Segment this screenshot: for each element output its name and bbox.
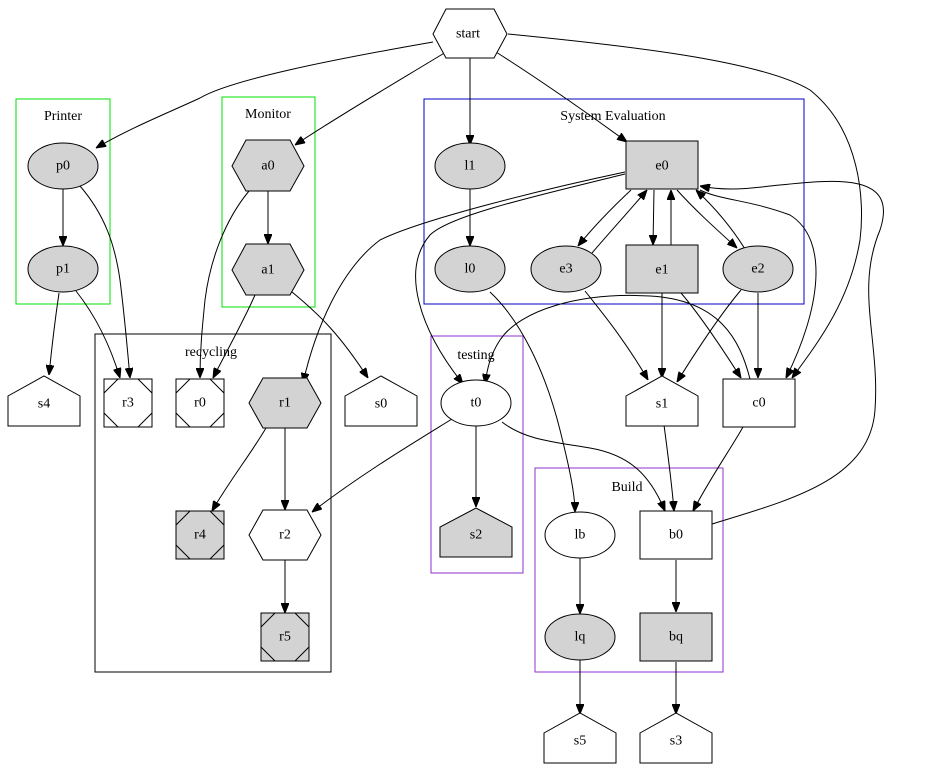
node-label-s3: s3 bbox=[670, 734, 682, 749]
node-p0[interactable]: p0 bbox=[27, 142, 99, 190]
node-lq[interactable]: lq bbox=[544, 613, 616, 661]
node-label-e3: e3 bbox=[559, 262, 572, 277]
cluster-testing: testing bbox=[430, 335, 524, 574]
node-s5[interactable]: s5 bbox=[543, 712, 617, 764]
node-label-t0: t0 bbox=[471, 396, 482, 411]
cluster-monitor: Monitor bbox=[221, 96, 316, 308]
edge-l0-lb bbox=[489, 291, 575, 512]
edge-p0-r3 bbox=[79, 185, 130, 378]
node-s3[interactable]: s3 bbox=[639, 712, 713, 764]
node-e1[interactable]: e1 bbox=[625, 244, 699, 294]
node-label-r4: r4 bbox=[194, 528, 206, 543]
edge-start-a0 bbox=[295, 51, 447, 145]
node-label-b0: b0 bbox=[669, 528, 683, 543]
edge-e0-r1 bbox=[303, 171, 626, 383]
cluster-printer: Printer bbox=[15, 98, 111, 305]
node-label-a0: a0 bbox=[261, 159, 274, 174]
node-s2[interactable]: s2 bbox=[439, 507, 513, 558]
edge-start-e0 bbox=[495, 51, 627, 142]
cluster-label-build: Build bbox=[611, 480, 642, 495]
node-l1[interactable]: l1 bbox=[434, 142, 506, 190]
node-label-s0: s0 bbox=[375, 397, 387, 412]
node-label-p1: p1 bbox=[56, 262, 70, 277]
node-c0[interactable]: c0 bbox=[722, 378, 796, 428]
node-label-bq: bq bbox=[669, 630, 683, 645]
edge-a1-r0 bbox=[213, 294, 256, 378]
node-label-r1: r1 bbox=[279, 396, 291, 411]
edge-p1-s4 bbox=[49, 292, 60, 375]
edge-a1-s0 bbox=[291, 291, 368, 378]
node-s0[interactable]: s0 bbox=[344, 375, 418, 427]
node-start[interactable]: start bbox=[432, 8, 508, 59]
edge-e0-e3 bbox=[578, 189, 632, 246]
node-label-start: start bbox=[456, 27, 480, 42]
node-r5[interactable]: r5 bbox=[260, 612, 310, 662]
node-label-r3: r3 bbox=[122, 396, 134, 411]
edge-e3-s1 bbox=[584, 290, 648, 380]
edge-t0-b0 bbox=[501, 421, 665, 511]
edge-s1-b0 bbox=[663, 424, 674, 511]
edge-e0-c0 bbox=[699, 189, 817, 378]
cluster-label-testing: testing bbox=[457, 348, 494, 363]
cluster-label-monitor: Monitor bbox=[245, 107, 291, 122]
node-label-e2: e2 bbox=[751, 262, 764, 277]
node-label-e0: e0 bbox=[655, 159, 668, 174]
edge-e1-c0 bbox=[680, 292, 741, 378]
node-r1[interactable]: r1 bbox=[248, 377, 322, 429]
node-e3[interactable]: e3 bbox=[530, 245, 602, 293]
edge-e2-e0 bbox=[696, 190, 746, 250]
node-a0[interactable]: a0 bbox=[231, 139, 305, 192]
edge-e0-t0 bbox=[415, 173, 626, 384]
edge-b0-e0 bbox=[700, 180, 884, 525]
edge-start-c0 bbox=[507, 33, 862, 378]
node-label-r0: r0 bbox=[194, 396, 206, 411]
node-t0[interactable]: t0 bbox=[440, 379, 512, 427]
node-label-a1: a1 bbox=[261, 263, 274, 278]
edge-e0-e1 bbox=[653, 189, 654, 245]
node-r3[interactable]: r3 bbox=[103, 378, 153, 428]
node-label-l0: l0 bbox=[465, 262, 476, 277]
edge-a0-r0 bbox=[200, 190, 250, 378]
node-label-s2: s2 bbox=[470, 528, 482, 543]
node-e2[interactable]: e2 bbox=[722, 245, 794, 293]
node-lb[interactable]: lb bbox=[544, 511, 616, 559]
cluster-build: Build bbox=[534, 467, 724, 673]
node-label-lb: lb bbox=[575, 528, 586, 543]
node-s1[interactable]: s1 bbox=[625, 375, 699, 427]
node-label-r2: r2 bbox=[279, 528, 291, 543]
edge-start-p0 bbox=[96, 41, 434, 148]
edge-t0-r2 bbox=[312, 418, 453, 512]
node-a1[interactable]: a1 bbox=[231, 243, 305, 296]
cluster-label-printer: Printer bbox=[44, 109, 82, 124]
edge-p1-r3 bbox=[75, 290, 120, 378]
node-label-e1: e1 bbox=[655, 263, 668, 278]
node-r0[interactable]: r0 bbox=[175, 378, 225, 428]
node-e0[interactable]: e0 bbox=[625, 140, 699, 190]
node-r4[interactable]: r4 bbox=[175, 510, 225, 560]
edges bbox=[49, 33, 884, 714]
node-r2[interactable]: r2 bbox=[248, 509, 322, 561]
node-label-p0: p0 bbox=[56, 159, 70, 174]
cluster-label-system-evaluation: System Evaluation bbox=[560, 109, 665, 124]
node-l0[interactable]: l0 bbox=[434, 245, 506, 293]
edge-e0-e2 bbox=[676, 189, 737, 248]
node-b0[interactable]: b0 bbox=[639, 510, 713, 560]
node-label-s1: s1 bbox=[656, 397, 668, 412]
node-label-c0: c0 bbox=[752, 396, 765, 411]
node-bq[interactable]: bq bbox=[639, 612, 713, 662]
node-p1[interactable]: p1 bbox=[27, 245, 99, 293]
edge-r1-r4 bbox=[212, 427, 267, 511]
edge-c0-t0 bbox=[485, 294, 751, 384]
node-label-l1: l1 bbox=[465, 159, 476, 174]
node-label-s4: s4 bbox=[38, 397, 50, 412]
node-label-lq: lq bbox=[575, 630, 586, 645]
node-label-r5: r5 bbox=[279, 630, 291, 645]
nodes: start p0 p1 a0 a1 l1 l0 bbox=[7, 8, 796, 764]
edge-e3-e0 bbox=[591, 190, 647, 254]
node-s4[interactable]: s4 bbox=[7, 375, 81, 427]
edge-c0-b0 bbox=[693, 426, 744, 511]
node-label-s5: s5 bbox=[574, 734, 586, 749]
